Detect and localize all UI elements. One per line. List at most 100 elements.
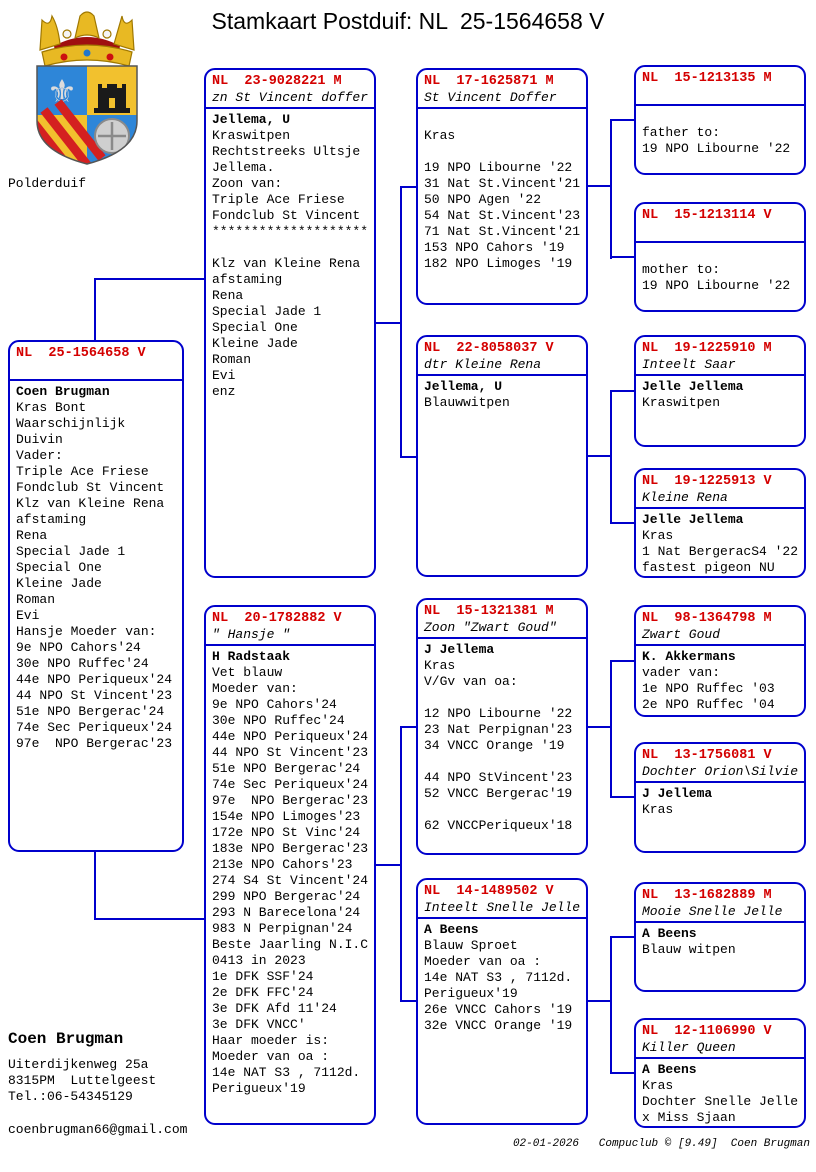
pedigree-line: Jellema. xyxy=(212,160,275,175)
pedigree-line: 44e NPO Periqueux'24 xyxy=(16,672,173,687)
connector-line xyxy=(610,119,634,121)
pedigree-line: 2e NPO Ruffec '04 xyxy=(642,697,775,712)
pedigree-line: Hansje Moeder van: xyxy=(16,624,157,639)
owner-line: Jelle Jellema xyxy=(642,512,744,527)
shield-quarters: ⚜ xyxy=(37,66,137,164)
shield-outline xyxy=(36,65,138,165)
pedigree-line: 51e NPO Bergerac'24 xyxy=(212,761,361,776)
pedigree-line xyxy=(424,690,581,706)
pedigree-line: Perigueux'19 xyxy=(212,1081,306,1096)
pedigree-line: Fondclub St Vincent xyxy=(212,208,361,223)
ring-number: NL 23-9028221 M xyxy=(212,74,342,89)
pedigree-line xyxy=(424,144,581,160)
pedigree-line: 3e DFK Afd 11'24 xyxy=(212,1001,337,1016)
breeder-address: Uiterdijkenweg 25a xyxy=(8,1057,149,1072)
pigeon-name: " Hansje " xyxy=(206,627,374,646)
connector-line xyxy=(610,936,612,1074)
pedigree-line: Waarschijnlijk xyxy=(16,416,126,431)
pedigree-line: Blauw witpen xyxy=(642,942,736,957)
connector-line xyxy=(610,522,634,524)
pedigree-line: mother to: xyxy=(642,262,721,277)
pedigree-line: 14e NAT S3 , 7112d. xyxy=(212,1065,361,1080)
connector-line xyxy=(376,322,402,324)
pedigree-line: father to: xyxy=(642,125,721,140)
pedigree-line: 74e Sec Periqueux'24 xyxy=(212,777,369,792)
pedigree-line: 172e NPO St Vinc'24 xyxy=(212,825,361,840)
pedigree-line: Kras xyxy=(642,528,674,543)
breeder-city: 8315PM Luttelgeest xyxy=(8,1073,157,1088)
pedigree-line: Triple Ace Friese xyxy=(16,464,149,479)
ring-number: NL 25-1564658 V xyxy=(16,346,146,361)
connector-line xyxy=(610,796,634,798)
pedigree-line: 983 N Perpignan'24 xyxy=(212,921,353,936)
pedigree-line: afstaming xyxy=(212,272,283,287)
pedigree-line xyxy=(642,246,799,262)
pedigree-line: Blauw Sproet xyxy=(424,938,518,953)
pedigree-line xyxy=(424,754,581,770)
pedigree-line: 44e NPO Periqueux'24 xyxy=(212,729,369,744)
ring-number: NL 19-1225913 V xyxy=(642,474,772,489)
pigeon-name: zn St Vincent doffer xyxy=(206,90,374,109)
pedigree-line: Klz van Kleine Rena xyxy=(16,496,165,511)
pedigree-line: afstaming xyxy=(16,512,87,527)
pedigree-line: 1 Nat BergeracS4 '22 xyxy=(642,544,799,559)
pedigree-line: 44 NPO StVincent'23 xyxy=(424,770,573,785)
connector-line xyxy=(610,256,634,258)
pedigree-line xyxy=(424,802,581,818)
connector-line xyxy=(400,456,416,458)
pedigree-line: Blauwwitpen xyxy=(424,395,510,410)
pedigree-line: Evi xyxy=(212,368,236,383)
pedigree-line: x Miss Sjaan xyxy=(642,1110,736,1125)
pedigree-line: 299 NPO Bergerac'24 xyxy=(212,889,361,904)
pedigree-box-sire: NL 23-9028221 M zn St Vincent doffer Jel… xyxy=(204,68,376,578)
pedigree-line xyxy=(424,112,581,128)
connector-line xyxy=(94,850,96,920)
pigeon-name: Inteelt Snelle Jelle xyxy=(418,900,586,919)
connector-line xyxy=(610,119,612,259)
pedigree-line: 97e NPO Bergerac'23 xyxy=(16,736,173,751)
pigeon-name: dtr Kleine Rena xyxy=(418,357,586,376)
connector-line xyxy=(400,726,416,728)
pedigree-box-dam-sire: NL 15-1321381 M Zoon "Zwart Goud" J Jell… xyxy=(416,598,588,855)
pedigree-line: Moeder van oa : xyxy=(424,954,542,969)
ring-number: NL 15-1213114 V xyxy=(642,208,772,223)
pigeon-name xyxy=(10,362,182,381)
crown-gem xyxy=(106,53,114,61)
connector-line xyxy=(376,864,402,866)
pedigree-box-ggparent-2: NL 15-1213114 V mother to:19 NPO Libourn… xyxy=(634,202,806,312)
pigeon-name: Dochter Orion\Silvie xyxy=(636,764,804,783)
pedigree-line: 182 NPO Limoges '19 xyxy=(424,256,573,271)
pedigree-line: 44 NPO St Vincent'23 xyxy=(212,745,369,760)
page-title: Stamkaart Postduif: NL 25-1564658 V xyxy=(211,8,605,34)
pedigree-box-ggparent-6: NL 13-1756081 V Dochter Orion\Silvie J J… xyxy=(634,742,806,853)
software-footer: 02-01-2026 Compuclub © [9.49] Coen Brugm… xyxy=(512,1138,810,1150)
owner-line: J Jellema xyxy=(424,642,495,657)
pigeon-name xyxy=(636,224,804,243)
pedigree-line: 74e Sec Periqueux'24 xyxy=(16,720,173,735)
owner-line: Jelle Jellema xyxy=(642,379,744,394)
pedigree-line: fastest pigeon NU xyxy=(642,560,775,575)
pedigree-box-body: father to:19 NPO Libourne '22 xyxy=(636,106,804,160)
pedigree-line: 213e NPO Cahors'23 xyxy=(212,857,353,872)
pedigree-line: 183e NPO Bergerac'23 xyxy=(212,841,369,856)
pedigree-box-ggparent-1: NL 15-1213135 M father to:19 NPO Libourn… xyxy=(634,65,806,175)
pedigree-line: Kras xyxy=(424,658,456,673)
pedigree-box-ggparent-4: NL 19-1225913 V Kleine Rena Jelle Jellem… xyxy=(634,468,806,578)
pedigree-line: Kras xyxy=(642,1078,674,1093)
ring-number: NL 15-1213135 M xyxy=(642,71,772,86)
pigeon-name: Killer Queen xyxy=(636,1040,804,1059)
pedigree-line: 293 N Barecelona'24 xyxy=(212,905,361,920)
pedigree-line: 52 VNCC Bergerac'19 xyxy=(424,786,573,801)
pedigree-box-sire-sire: NL 17-1625871 M St Vincent Doffer Kras 1… xyxy=(416,68,588,305)
pedigree-line: enz xyxy=(212,384,236,399)
pigeon-name: Kleine Rena xyxy=(636,490,804,509)
ring-number: NL 13-1682889 M xyxy=(642,888,772,903)
ring-number: NL 14-1489502 V xyxy=(424,884,554,899)
pedigree-line: Kras xyxy=(642,802,674,817)
